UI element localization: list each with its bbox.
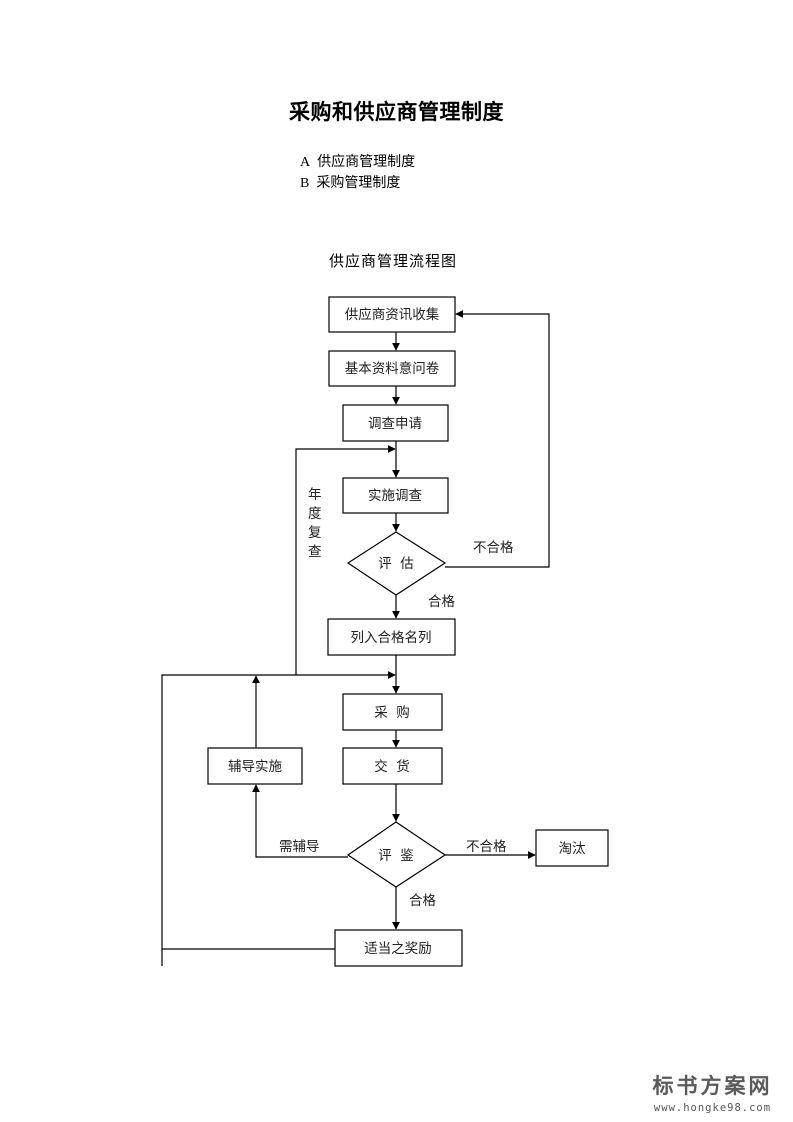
watermark: 标书方案网 www.hongke98.com bbox=[635, 1070, 790, 1114]
label-evaluate-pass: 合格 bbox=[428, 594, 455, 610]
label-collect: 供应商资讯收集 bbox=[345, 306, 440, 323]
watermark-url: www.hongke98.com bbox=[653, 1102, 772, 1114]
label-eliminate: 淘汰 bbox=[559, 841, 587, 857]
label-appraise-coach: 需辅导 bbox=[279, 839, 320, 855]
label-questionnaire: 基本资料意问卷 bbox=[345, 360, 440, 377]
node-reward bbox=[334, 929, 463, 967]
node-purchase bbox=[342, 693, 443, 731]
node-questionnaire bbox=[328, 350, 456, 387]
label-annual-review-2: 度 bbox=[308, 506, 322, 522]
label-coaching: 辅导实施 bbox=[228, 759, 282, 775]
toc-label: 供应商管理制度 bbox=[317, 154, 416, 170]
node-survey bbox=[342, 477, 449, 514]
edge-annual-review bbox=[295, 445, 396, 675]
label-apply: 调查申请 bbox=[368, 416, 422, 432]
node-delivery bbox=[342, 747, 443, 785]
label-delivery: 交 货 bbox=[374, 758, 410, 775]
edge-appraise-coaching bbox=[252, 784, 348, 858]
node-eliminate bbox=[535, 829, 609, 867]
label-purchase: 采 购 bbox=[374, 705, 410, 721]
node-qualified-list bbox=[327, 618, 456, 656]
label-annual-review-3: 复 bbox=[308, 524, 322, 541]
watermark-brand: 标书方案网 bbox=[652, 1074, 773, 1098]
label-reward: 适当之奖励 bbox=[364, 940, 432, 957]
toc-letter: A bbox=[300, 155, 311, 170]
label-appraise-pass: 合格 bbox=[409, 893, 436, 909]
document-title: 采购和供应商管理制度 bbox=[289, 100, 504, 124]
label-qualified-list: 列入合格名列 bbox=[351, 630, 432, 646]
toc-item-supplier: A 供应商管理制度 bbox=[300, 152, 415, 173]
toc-item-purchase: B 采购管理制度 bbox=[300, 173, 400, 194]
flowchart-title: 供应商管理流程图 bbox=[329, 252, 458, 270]
label-appraise-fail: 不合格 bbox=[466, 839, 507, 855]
edge-reward-return bbox=[161, 671, 396, 950]
label-annual-review-4: 查 bbox=[308, 544, 322, 560]
toc-label: 采购管理制度 bbox=[316, 175, 401, 191]
label-annual-review-1: 年 bbox=[308, 487, 322, 503]
toc-letter: B bbox=[300, 176, 310, 191]
node-collect bbox=[328, 296, 456, 333]
label-evaluate: 评 估 bbox=[378, 556, 414, 572]
edge-evaluate-fail-loop bbox=[445, 310, 550, 568]
label-evaluate-fail: 不合格 bbox=[473, 540, 514, 556]
label-appraise: 评 鉴 bbox=[378, 848, 414, 864]
node-coaching bbox=[207, 747, 303, 785]
label-survey: 实施调查 bbox=[368, 488, 422, 504]
